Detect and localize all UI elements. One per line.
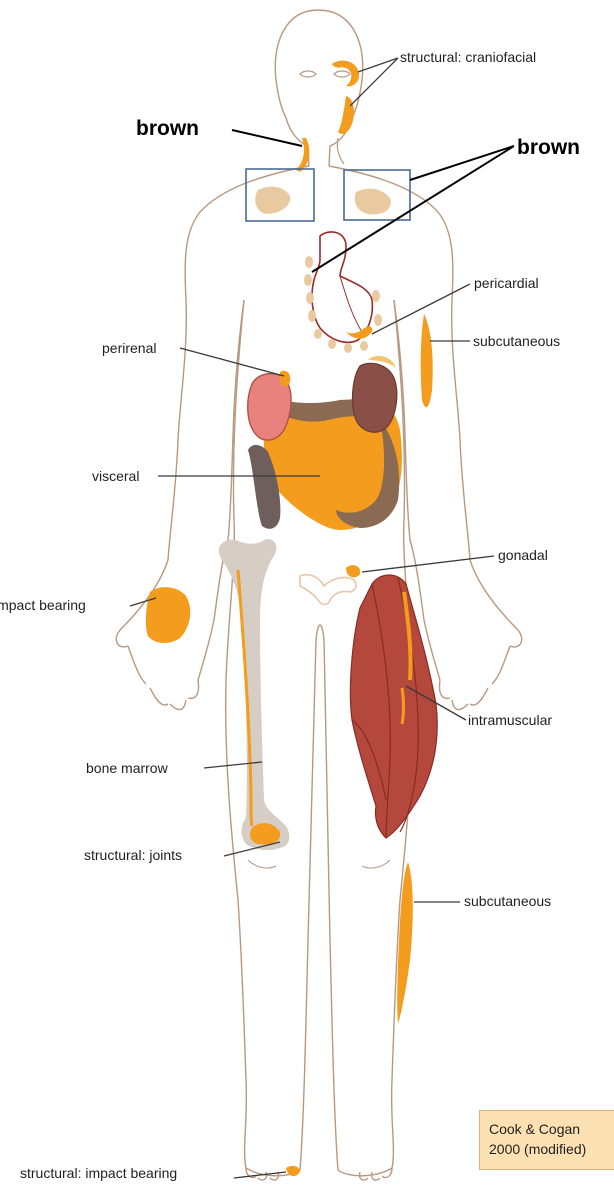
label-impact-bearing-foot: structural: impact bearing [20,1165,177,1181]
label-pericardial: pericardial [474,275,539,291]
subcutaneous-arm-fat [421,314,433,407]
brown-fat-right [355,189,391,215]
thigh-muscle [350,575,437,838]
label-intramuscular: intramuscular [468,712,552,728]
citation-line-1: Cook & Cogan [489,1119,614,1139]
subcutaneous-leg-fat [397,862,413,1024]
label-craniofacial: structural: craniofacial [400,49,536,65]
label-subcutaneous-leg: subcutaneous [464,893,551,909]
label-joints: structural: joints [84,847,182,863]
cheek-fat [338,96,354,134]
pelvis [300,565,360,604]
label-brown-left: brown [136,117,199,140]
brown-fat-deposits [246,169,410,221]
gonadal-fat [346,565,360,577]
citation-line-2: 2000 (modified) [489,1139,614,1159]
label-brown-right: brown [517,136,580,159]
label-impact-bearing-hand: impact bearing [0,597,86,613]
heart [304,232,382,353]
labels: structural: craniofacial brown brown per… [0,49,580,1181]
label-subcutaneous-arm: subcutaneous [473,333,560,349]
face-features [296,61,359,172]
label-gonadal: gonadal [498,547,548,563]
left-eye [300,71,316,77]
kidney-right [353,363,397,432]
abdomen-organs [248,356,402,530]
brown-fat-left [255,187,290,214]
citation-box: Cook & Cogan 2000 (modified) [479,1110,614,1170]
label-perirenal: perirenal [102,340,156,356]
right-eye [334,71,350,77]
label-bone-marrow: bone marrow [86,760,169,776]
label-visceral: visceral [92,468,139,484]
hand-impact-fat [146,587,190,643]
perirenal-fat-left [280,371,290,387]
